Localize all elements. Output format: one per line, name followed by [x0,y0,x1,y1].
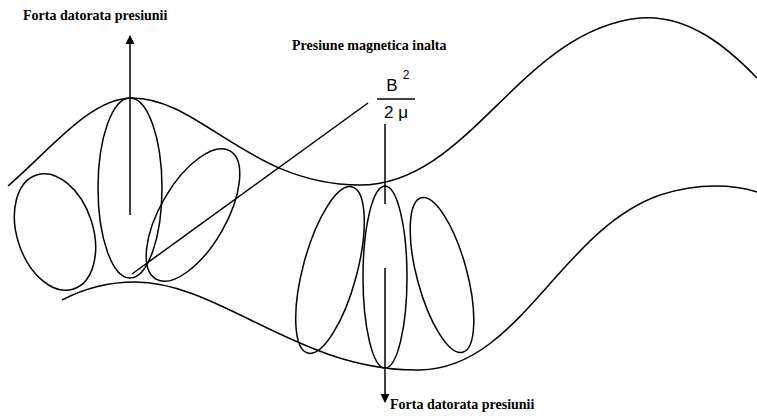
region-label: Presiune magnetica inalta [292,39,447,53]
force-arrow [129,36,131,215]
math-exponent: 2 [403,69,410,81]
flux-loop [397,191,487,358]
flux-loop [282,180,379,360]
math-symbol: B [386,77,397,94]
math-symbol: 2 μ [384,104,408,121]
leader-line [384,124,386,204]
lower-boundary [62,186,757,370]
force-arrow [384,268,386,402]
leader-line [132,103,368,274]
flux-loop [127,134,258,295]
force-label: Forta datorata presiunii [23,9,167,23]
flux-loop [0,163,109,301]
force-label: Forta datorata presiunii [390,398,534,412]
fraction-bar [377,98,415,100]
